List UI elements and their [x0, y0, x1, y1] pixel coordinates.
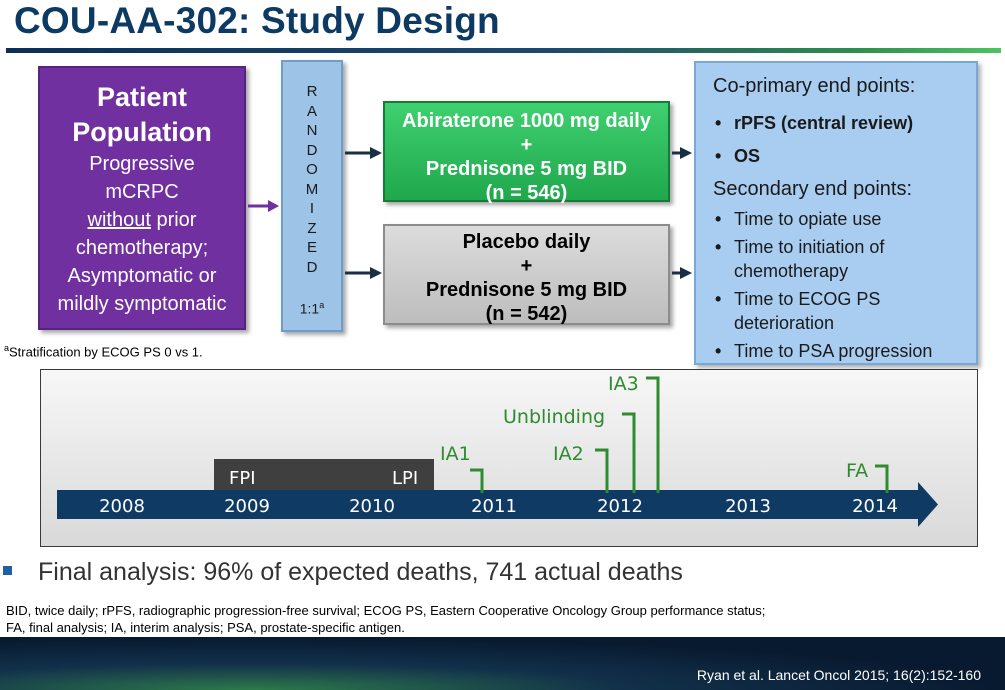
- patient-line-3-rest: prior: [150, 209, 197, 231]
- rand-letter: R: [306, 83, 318, 100]
- year-tick-label: 2010: [349, 496, 395, 517]
- title-underline: [6, 48, 1001, 53]
- randomized-letters: R A N D O M I Z E D: [283, 82, 341, 277]
- secondary-endpoint-text: Time to ECOG PS: [734, 289, 881, 309]
- year-tick-label: 2009: [224, 496, 270, 517]
- milestone-label: IA3: [608, 373, 639, 395]
- patient-line-6: mildly symptomatic: [57, 293, 227, 315]
- year-tick-label: 2008: [99, 496, 145, 517]
- secondary-endpoints-heading: Secondary end points:: [713, 178, 913, 200]
- secondary-endpoint-text: Time to opiate use: [734, 209, 882, 229]
- arm2-line-3: Prednisone 5 mg BID: [425, 279, 628, 301]
- milestone-marker: [595, 448, 609, 493]
- bullet-icon: •: [715, 113, 722, 133]
- primary-endpoint-text: rPFS (central review): [734, 113, 914, 133]
- milestone-label: IA2: [553, 443, 584, 465]
- year-tick-label: 2013: [725, 496, 771, 517]
- secondary-endpoint-item: • Time to ECOG PS deterioration: [715, 287, 880, 335]
- bullet-icon: •: [715, 209, 722, 229]
- arm2-line-1: Placebo daily: [462, 231, 591, 253]
- citation: Ryan et al. Lancet Oncol 2015; 16(2):152…: [696, 667, 981, 683]
- patient-population-box: Patient Population Progressive mCRPC wit…: [38, 66, 246, 330]
- bullet-icon: •: [715, 146, 722, 166]
- lpi-label: LPI: [392, 468, 418, 489]
- secondary-endpoint-text: Time to PSA progression: [734, 341, 933, 361]
- patient-line-2: mCRPC: [105, 181, 179, 203]
- timeline-arrow-bar: [57, 482, 938, 527]
- abbreviations-footnote: BID, twice daily; rPFS, radiographic pro…: [6, 602, 765, 636]
- rand-letter: M: [305, 180, 319, 198]
- stratification-footnote: aStratification by ECOG PS 0 vs 1.: [4, 343, 203, 359]
- abbreviations-line-2: FA, final analysis; IA, interim analysis…: [6, 620, 405, 635]
- arrow-to-randomized: [248, 200, 279, 212]
- patient-line-3: without prior: [40, 206, 244, 234]
- rand-letter: I: [309, 200, 315, 217]
- patient-line-3-underlined: without: [87, 209, 151, 231]
- primary-endpoint-item: • rPFS (central review): [715, 113, 913, 134]
- arm1-n: (n = 546): [485, 182, 568, 204]
- footer-band: [0, 637, 1005, 690]
- secondary-endpoint-item: • Time to opiate use: [715, 207, 881, 231]
- patient-line-4: chemotherapy;: [75, 237, 209, 259]
- milestone-marker: [646, 376, 660, 493]
- study-timeline: FPI LPI 2008 2009 2010 2011 2012 2013 2014 IA1…: [57, 373, 938, 527]
- randomization-ratio: 1:1a: [283, 300, 341, 317]
- secondary-endpoint-item: • Time to PSA progression: [715, 339, 932, 363]
- footnote-text: Stratification by ECOG PS 0 vs 1.: [9, 344, 203, 360]
- fpi-label: FPI: [229, 468, 256, 489]
- rand-letter: D: [306, 141, 318, 159]
- arm1-plus: +: [520, 134, 533, 156]
- year-tick-label: 2012: [597, 496, 643, 517]
- secondary-endpoint-text-cont: chemotherapy: [734, 261, 849, 281]
- secondary-endpoint-item: • Time to initiation of chemotherapy: [715, 235, 884, 283]
- bullet-icon: •: [715, 341, 722, 361]
- patient-heading-1: Patient: [96, 82, 188, 112]
- placebo-arm-box: Placebo daily + Prednisone 5 mg BID (n =…: [383, 224, 670, 325]
- patient-line-1: Progressive: [89, 153, 195, 175]
- rand-letter: O: [306, 161, 318, 178]
- milestone-label: FA: [846, 460, 868, 482]
- arrow-abiraterone-to-endpoints: [672, 147, 692, 159]
- ratio-value: 1:1: [299, 300, 320, 317]
- arm1-line-3: Prednisone 5 mg BID: [425, 158, 628, 180]
- arrow-placebo-to-endpoints: [672, 267, 692, 279]
- primary-endpoints-heading: Co-primary end points:: [713, 75, 916, 97]
- rand-letter: E: [306, 239, 317, 256]
- rand-letter: Z: [307, 219, 317, 237]
- milestone-label: IA1: [440, 443, 471, 465]
- secondary-endpoint-text-cont: deterioration: [734, 313, 835, 333]
- year-tick-label: 2011: [471, 496, 517, 517]
- slide-title: COU-AA-302: Study Design: [14, 0, 500, 41]
- primary-endpoint-text: OS: [734, 146, 761, 166]
- footnote-marker: a: [4, 343, 10, 353]
- rand-letter: D: [306, 258, 318, 276]
- rand-letter: N: [306, 122, 318, 139]
- final-analysis-bullet-icon: [3, 566, 12, 575]
- primary-endpoint-item: • OS: [715, 146, 760, 167]
- milestone-marker: [875, 464, 889, 493]
- arm2-plus: +: [520, 255, 533, 277]
- endpoints-box: Co-primary end points: • rPFS (central re…: [694, 61, 978, 365]
- enrollment-period-bar: [214, 459, 434, 490]
- final-analysis-statement: Final analysis: 96% of expected deaths, …: [38, 558, 683, 586]
- flow-arrows: [248, 147, 692, 279]
- patient-line-5: Asymptomatic or: [67, 265, 217, 287]
- abiraterone-arm-box: Abiraterone 1000 mg daily + Prednisone 5…: [383, 101, 670, 204]
- randomized-box: R A N D O M I Z E D 1:1a: [281, 60, 343, 332]
- secondary-endpoint-text: Time to initiation of: [734, 237, 885, 257]
- arrow-to-abiraterone: [345, 147, 382, 159]
- year-tick-label: 2014: [852, 496, 898, 517]
- bullet-icon: •: [715, 237, 722, 257]
- milestone-marker: [622, 412, 636, 493]
- arm2-n: (n = 542): [485, 303, 568, 325]
- milestone-marker: [470, 468, 484, 493]
- abbreviations-line-1: BID, twice daily; rPFS, radiographic pro…: [6, 603, 766, 618]
- rand-letter: A: [306, 102, 317, 120]
- arm1-line-1: Abiraterone 1000 mg daily: [402, 110, 651, 132]
- arrow-to-placebo: [345, 267, 382, 279]
- patient-heading-2: Population: [72, 117, 212, 147]
- bullet-icon: •: [715, 289, 722, 309]
- ratio-footnote-marker: a: [319, 300, 325, 310]
- milestone-label: Unblinding: [503, 406, 605, 428]
